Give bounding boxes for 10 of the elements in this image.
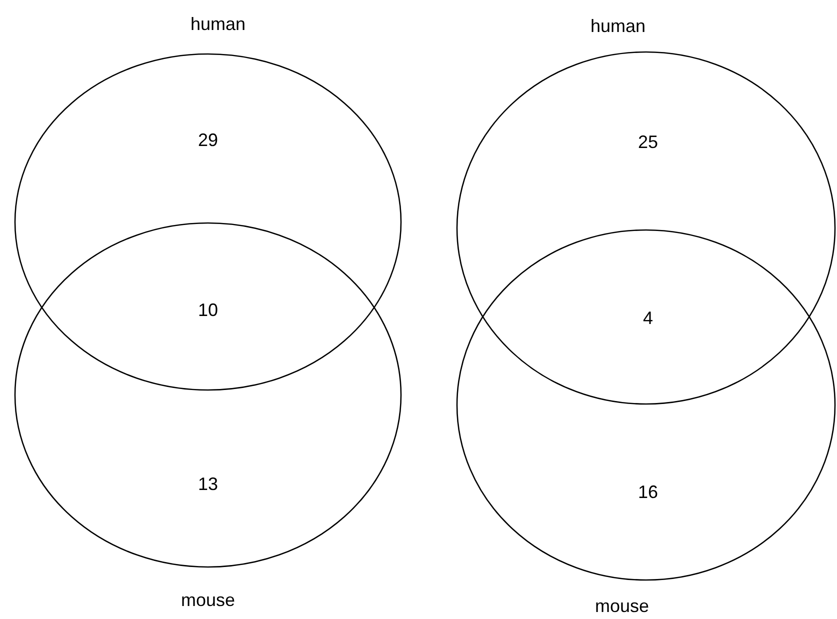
set-label: mouse: [594, 597, 650, 615]
set-label: human: [590, 17, 646, 35]
count-label: 4: [643, 309, 653, 327]
set-label: mouse: [180, 591, 236, 609]
count-label: 10: [198, 301, 218, 319]
count-label: 25: [638, 133, 658, 151]
count-label: 16: [638, 483, 658, 501]
count-label: 29: [198, 131, 218, 149]
set-label: human: [190, 15, 246, 33]
count-label: 13: [198, 475, 218, 493]
